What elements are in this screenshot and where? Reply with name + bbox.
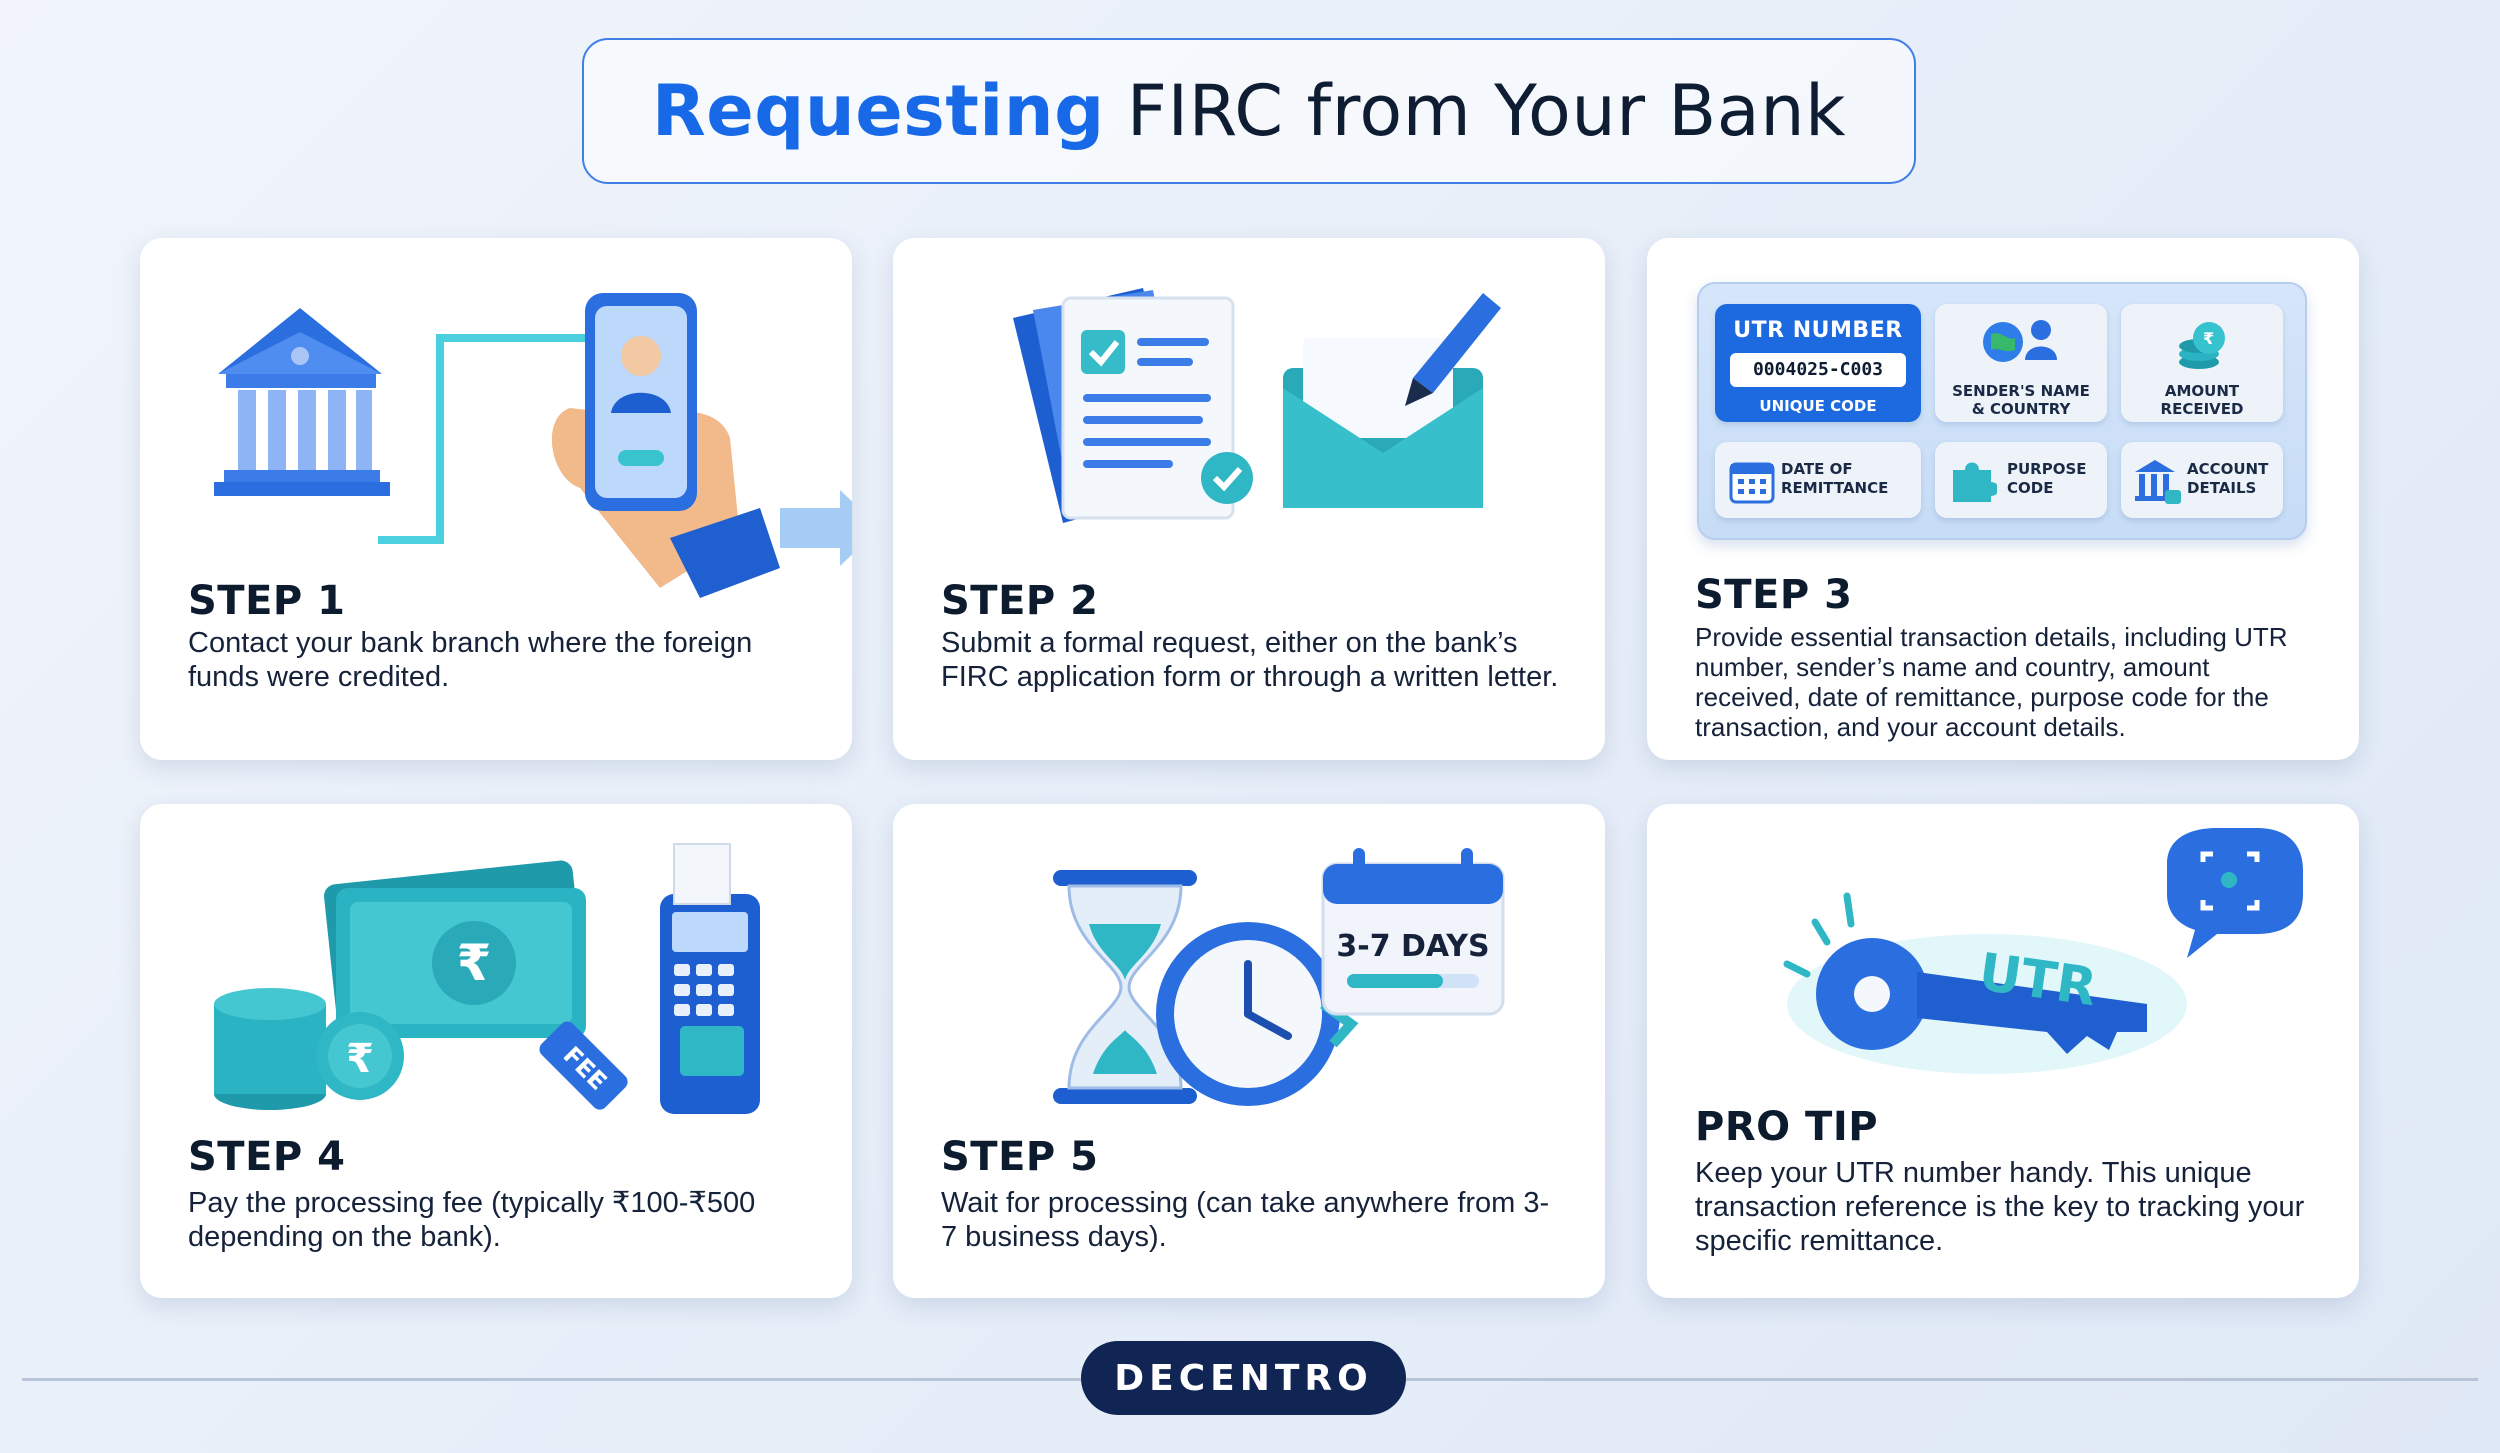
coin-stack-icon: ₹ <box>2179 322 2225 369</box>
calendar-icon: 3-7 DAYS <box>1321 848 1505 1016</box>
footer-divider-right <box>1406 1378 2478 1381</box>
step-title: STEP 4 <box>188 1134 346 1180</box>
step-description: Wait for processing (can take anywhere f… <box>941 1187 1550 1253</box>
step-description: Submit a formal request, either on the b… <box>941 627 1559 693</box>
amount-label-1: AMOUNT <box>2164 382 2240 400</box>
document-icon <box>1013 288 1253 523</box>
svg-text:₹: ₹ <box>346 1036 374 1082</box>
pro-tip-card: UTR PRO TIP Keep your UTR number handy. … <box>1647 804 2359 1298</box>
utr-label: UTR NUMBER <box>1733 318 1903 343</box>
hourglass-icon <box>1053 870 1197 1104</box>
fee-payment-illustration: ₹ ₹ FEE <box>214 843 760 1114</box>
sender-label-2: & COUNTRY <box>1971 400 2071 418</box>
puzzle-icon <box>1953 462 1997 502</box>
brand-logo: DECENTRO <box>1081 1341 1406 1415</box>
step-title: STEP 1 <box>188 578 346 624</box>
step-title: STEP 5 <box>941 1134 1099 1180</box>
card-terminal-icon <box>660 843 760 1114</box>
envelope-icon <box>1283 338 1483 508</box>
step-description: Contact your bank branch where the forei… <box>188 627 753 693</box>
amount-label-2: RECEIVED <box>2160 400 2244 418</box>
purpose-label-1: PURPOSE <box>2007 460 2087 478</box>
clock-icon <box>1156 922 1359 1106</box>
account-label-2: DETAILS <box>2187 479 2257 497</box>
utr-sub: UNIQUE CODE <box>1759 397 1877 415</box>
pen-icon <box>1405 293 1501 406</box>
bank-icon <box>214 308 390 496</box>
sender-tile: SENDER'S NAME & COUNTRY <box>1935 304 2107 422</box>
svg-text:₹: ₹ <box>2203 329 2214 348</box>
purpose-tile: PURPOSE CODE <box>1935 442 2107 518</box>
cash-icon: ₹ <box>324 860 586 1038</box>
waiting-illustration: 3-7 DAYS <box>1053 848 1505 1106</box>
step-title: PRO TIP <box>1695 1104 1879 1150</box>
amount-tile: ₹ AMOUNT RECEIVED <box>2121 304 2283 422</box>
svg-text:3-7 DAYS: 3-7 DAYS <box>1336 929 1489 964</box>
step-card-4: ₹ ₹ FEE STEP 4 Pay the processing fee (t… <box>140 804 852 1298</box>
step-card-2: STEP 2 Submit a formal request, either o… <box>893 238 1605 760</box>
step-description: Keep your UTR number handy. This unique … <box>1695 1157 2305 1257</box>
svg-text:₹: ₹ <box>457 934 492 992</box>
date-label-1: DATE OF <box>1781 460 1853 478</box>
account-tile: ACCOUNT DETAILS <box>2121 442 2283 518</box>
transaction-details-panel: UTR NUMBER 0004025-C003 UNIQUE CODE SEND… <box>1697 282 2307 540</box>
step-description: Pay the processing fee (typically ₹100-₹… <box>188 1187 756 1253</box>
arrow-right-icon <box>780 490 852 566</box>
date-label-2: REMITTANCE <box>1781 479 1889 497</box>
sender-label-1: SENDER'S NAME <box>1952 382 2090 400</box>
coin-stack-icon: ₹ <box>214 988 404 1110</box>
step-card-3: UTR NUMBER 0004025-C003 UNIQUE CODE SEND… <box>1647 238 2359 760</box>
date-tile: DATE OF REMITTANCE <box>1715 442 1921 518</box>
globe-person-icon <box>1983 320 2057 362</box>
utr-key-illustration: UTR <box>1783 828 2303 1074</box>
connector-line <box>378 334 592 544</box>
step-title: STEP 3 <box>1695 572 1853 618</box>
step-card-5: 3-7 DAYS STEP 5 Wait for processing (can… <box>893 804 1605 1298</box>
key-icon: UTR <box>1816 938 2147 1054</box>
page-title: Requesting FIRC from Your Bank <box>582 38 1916 184</box>
footer-divider-left <box>22 1378 1082 1381</box>
scan-bubble-icon <box>2167 828 2303 958</box>
step-description: Provide essential transaction details, i… <box>1695 622 2288 742</box>
utr-value: 0004025-C003 <box>1730 353 1906 387</box>
bank-phone-illustration <box>214 293 852 598</box>
title-accent: Requesting <box>651 70 1105 152</box>
bank-lock-icon <box>2135 460 2181 504</box>
account-label-1: ACCOUNT <box>2187 460 2269 478</box>
calendar-icon <box>1729 462 1775 504</box>
utr-number-tile: UTR NUMBER 0004025-C003 UNIQUE CODE <box>1715 304 1921 422</box>
form-letter-illustration <box>1013 288 1501 523</box>
step-card-1: STEP 1 Contact your bank branch where th… <box>140 238 852 760</box>
phone-hand-icon <box>551 293 780 598</box>
sparkle-lines <box>1783 892 1855 978</box>
step-title: STEP 2 <box>941 578 1099 624</box>
purpose-label-2: CODE <box>2007 479 2054 497</box>
title-rest: FIRC from Your Bank <box>1126 70 1847 152</box>
